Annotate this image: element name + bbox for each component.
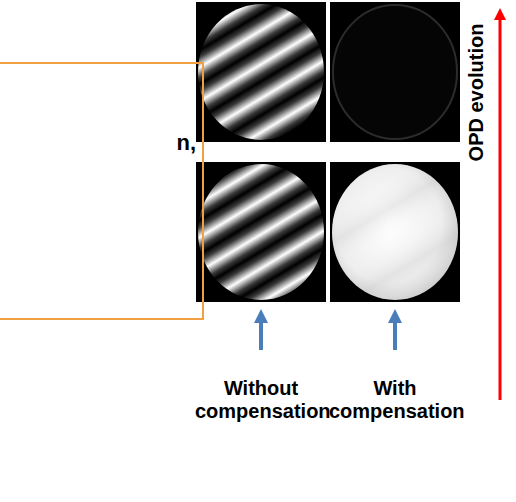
box-text: n, bbox=[176, 130, 196, 156]
column-label: Without compensation bbox=[195, 377, 327, 423]
column-label: With compensation bbox=[329, 377, 461, 423]
axis-label: OPD evolution bbox=[465, 7, 488, 177]
callout-box: n, bbox=[0, 62, 204, 320]
